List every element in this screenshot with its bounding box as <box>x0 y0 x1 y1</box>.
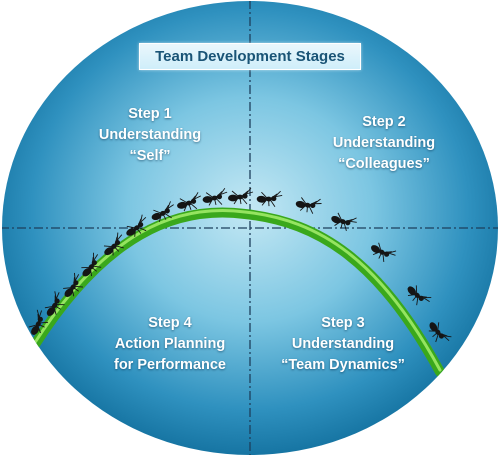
ant-figure <box>63 272 83 297</box>
step-1-number: Step 1 <box>128 106 172 122</box>
ant-figure <box>103 232 124 256</box>
step-4-number: Step 4 <box>148 315 192 331</box>
ant-figure <box>428 322 452 343</box>
ants-group <box>28 187 452 343</box>
step-2-line3: “Colleagues” <box>338 156 430 172</box>
ant-figure <box>151 201 174 222</box>
step-2-label: Step 2 Understanding “Colleagues” <box>314 112 454 175</box>
ant-figure <box>295 197 322 214</box>
diagram-title: Team Development Stages <box>139 43 361 70</box>
step-3-label: Step 3 Understanding “Team Dynamics” <box>258 313 428 376</box>
diagram-title-text: Team Development Stages <box>155 48 345 65</box>
ant-figure <box>126 214 147 237</box>
ant-figure <box>81 252 102 277</box>
step-4-line2: Action Planning <box>114 336 226 352</box>
step-1-line2: Understanding <box>98 127 202 143</box>
ant-figure <box>177 192 201 212</box>
ant-figure <box>44 291 65 316</box>
ant-figure <box>28 309 49 335</box>
step-2-line2: Understanding <box>332 135 436 151</box>
ant-figure <box>370 242 397 262</box>
step-4-label: Step 4 Action Planning for Performance <box>90 313 250 376</box>
ant-figure <box>228 187 254 205</box>
step-1-line3: “Self” <box>129 148 171 164</box>
ant-figure <box>331 212 357 231</box>
step-3-line3: “Team Dynamics” <box>281 357 405 373</box>
step-2-number: Step 2 <box>362 114 406 130</box>
ant-figure <box>256 190 283 207</box>
step-1-label: Step 1 Understanding “Self” <box>80 104 220 167</box>
step-4-line3: for Performance <box>113 357 226 373</box>
step-3-line2: Understanding <box>291 336 395 352</box>
ant-figure <box>407 285 432 306</box>
step-3-number: Step 3 <box>321 315 365 331</box>
ant-figure <box>202 188 228 206</box>
grass-stem-highlight <box>32 209 442 372</box>
